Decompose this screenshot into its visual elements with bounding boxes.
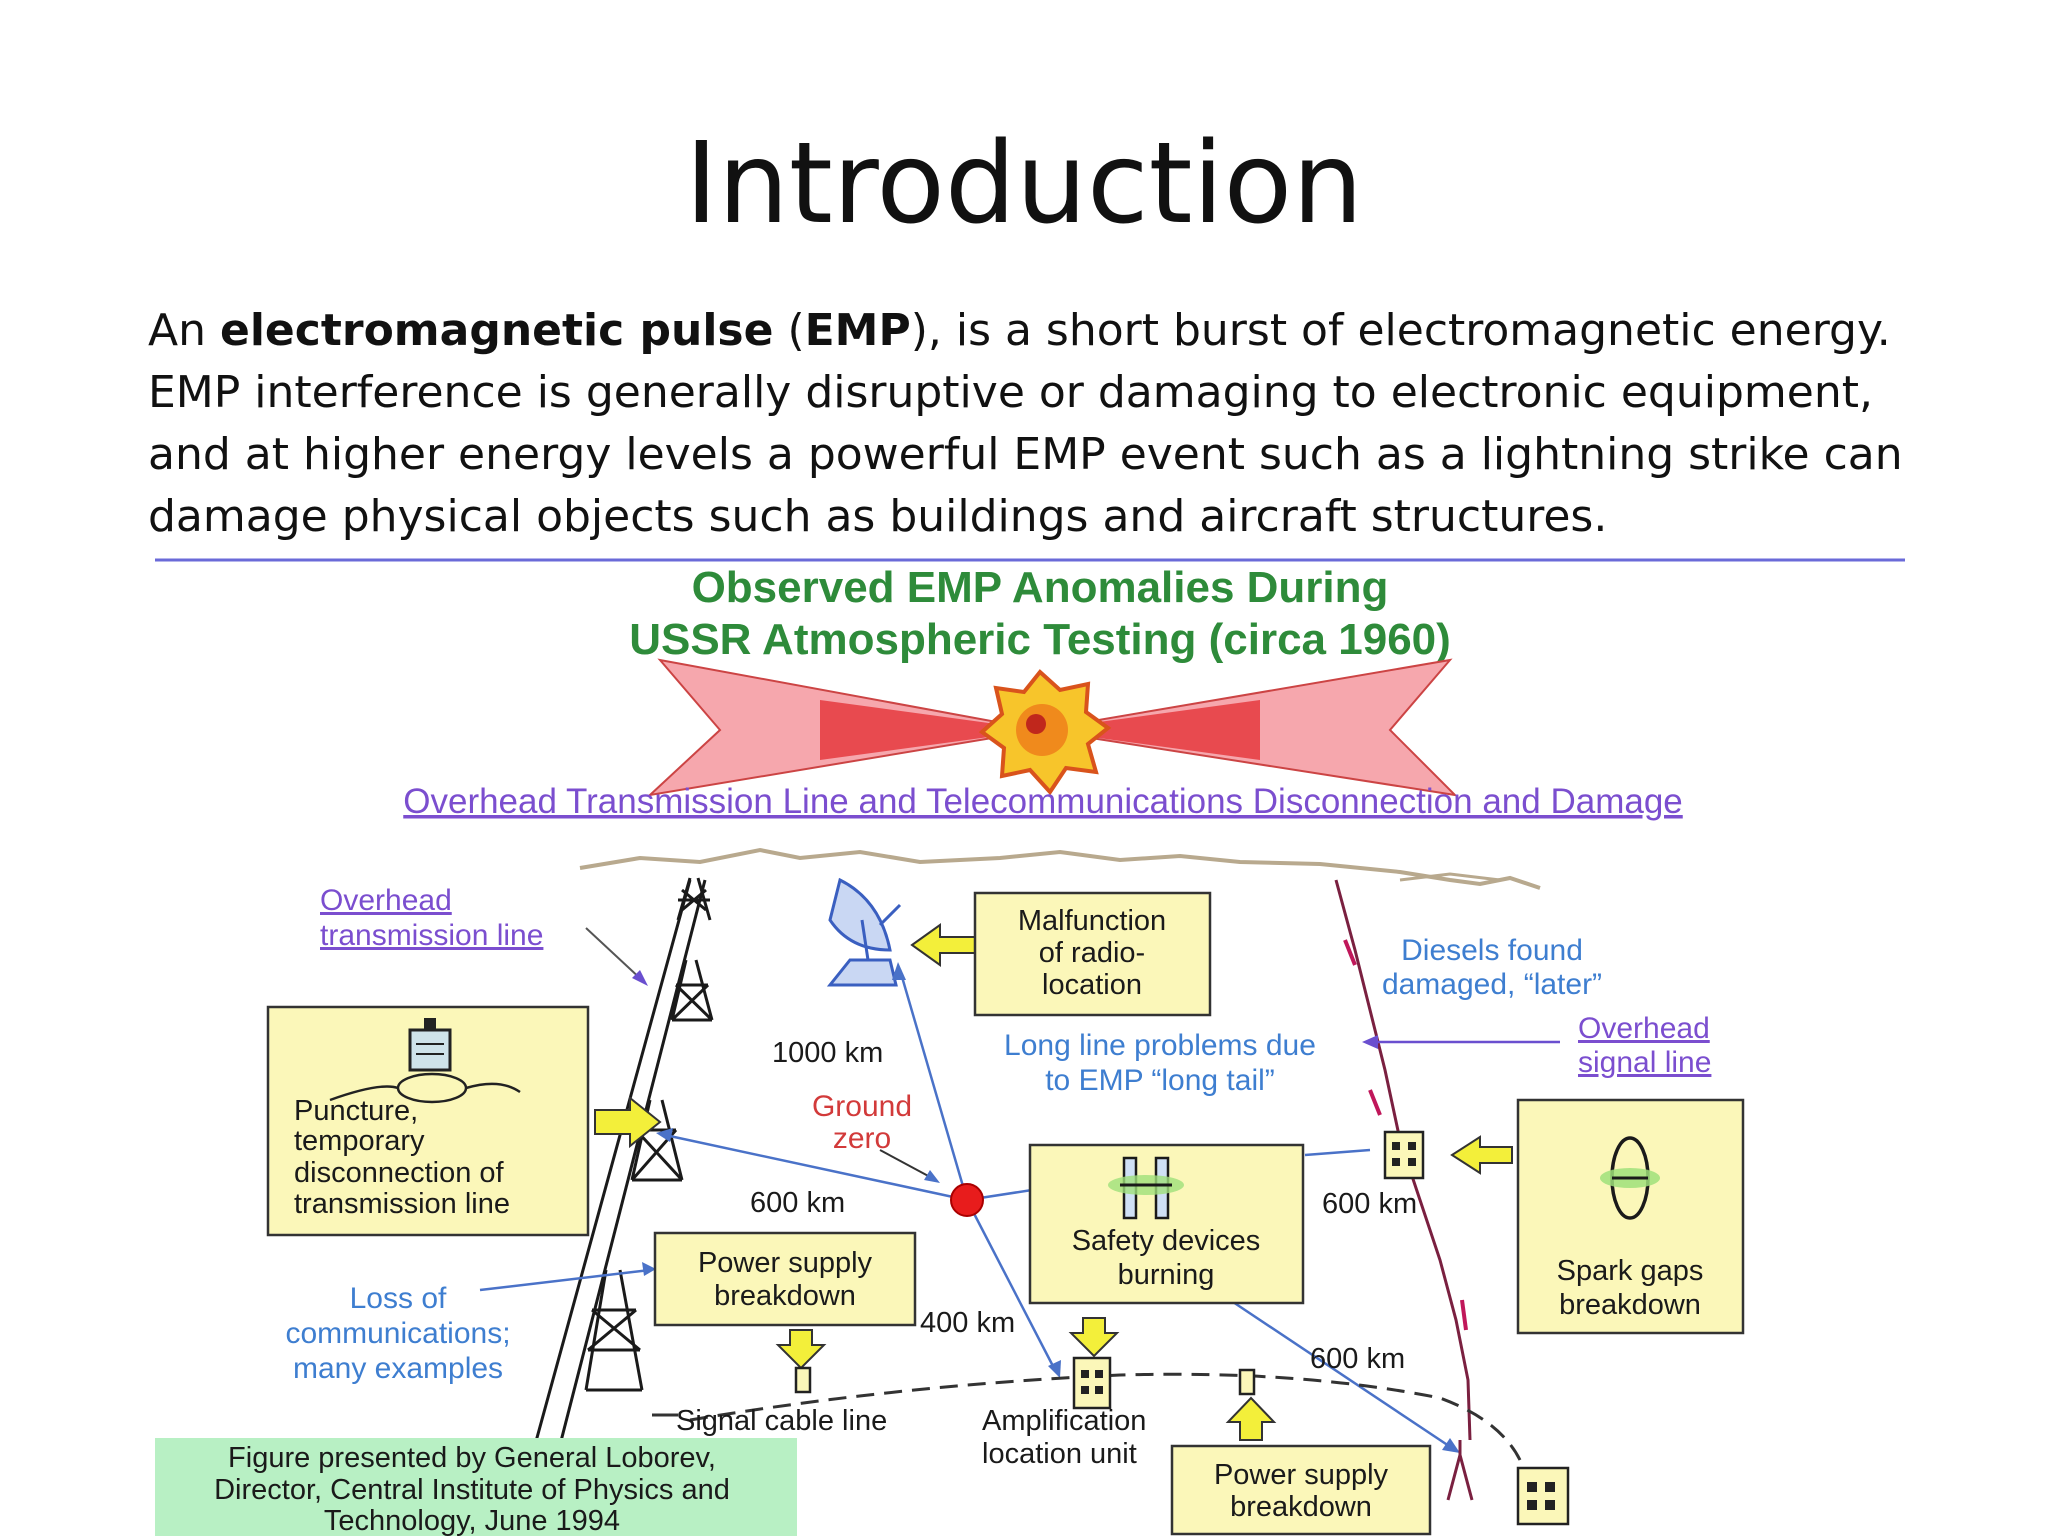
figure-title-line-1: Observed EMP Anomalies During <box>692 563 1389 612</box>
box-power-supply-2 <box>1170 1444 1432 1536</box>
label-power-supply-1b: breakdown <box>714 1280 856 1312</box>
label-ground-zero-1: Ground <box>812 1090 912 1123</box>
label-ground-zero-2: zero <box>833 1122 891 1155</box>
power-tower-icon <box>630 1099 684 1182</box>
arrow-icon <box>775 1329 827 1370</box>
label-distance-600km-lower: 600 km <box>1310 1343 1405 1375</box>
building-icon <box>1516 1466 1570 1526</box>
figure-title-line-2: USSR Atmospheric Testing (circa 1960) <box>629 615 1451 664</box>
label-loss-2: communications; <box>285 1317 510 1350</box>
label-power-supply-2b: breakdown <box>1230 1491 1372 1523</box>
arrow-icon <box>1450 1135 1513 1175</box>
label-amplification-2: location unit <box>982 1438 1137 1470</box>
radial-lines <box>479 962 1460 1453</box>
intro-text: An <box>148 305 220 356</box>
label-malfunction-2: of radio- <box>1039 937 1145 969</box>
label-distance-400km: 400 km <box>920 1307 1015 1339</box>
credit-line-3: Technology, June 1994 <box>324 1505 620 1536</box>
label-spark-2: breakdown <box>1559 1289 1701 1321</box>
label-long-line-2: to EMP “long tail” <box>1045 1064 1275 1097</box>
intro-term: electromagnetic pulse <box>219 305 774 356</box>
label-puncture-1: Puncture, <box>294 1095 418 1127</box>
label-overhead-transmission-1: Overhead <box>320 884 452 917</box>
label-malfunction-3: location <box>1042 969 1142 1001</box>
label-overhead-transmission-2: transmission line <box>320 919 543 952</box>
credit-line-1: Figure presented by General Loborev, <box>228 1442 716 1474</box>
intro-paragraph: An electromagnetic pulse (EMP), is a sho… <box>148 300 1928 548</box>
figure-subtitle: Overhead Transmission Line and Telecommu… <box>403 782 1683 821</box>
antenna-icon <box>1446 1440 1474 1501</box>
spark-gap-icon <box>1600 1136 1660 1220</box>
box-power-supply-1 <box>653 1231 917 1327</box>
cable-unit-icon <box>794 1366 812 1394</box>
pointer-line <box>585 927 645 983</box>
intro-acronym: EMP <box>804 305 911 356</box>
label-loss-1: Loss of <box>350 1282 447 1315</box>
label-puncture-2: temporary <box>294 1125 425 1157</box>
arrow-icon <box>1225 1396 1277 1441</box>
power-tower-icon <box>670 959 714 1022</box>
power-tower-icon <box>676 877 712 921</box>
explosion-icon <box>646 658 1458 797</box>
label-malfunction-1: Malfunction <box>1018 905 1166 937</box>
label-diesels-2: damaged, “later” <box>1382 968 1602 1001</box>
label-overhead-signal-2: signal line <box>1578 1046 1711 1079</box>
arrow-icon <box>594 1095 662 1149</box>
mountain-ridge <box>579 847 1541 890</box>
ground-zero-marker <box>950 1183 984 1217</box>
label-amplification-1: Amplification <box>982 1405 1146 1437</box>
label-safety-1: Safety devices <box>1072 1225 1261 1257</box>
power-tower-icon <box>584 1269 644 1392</box>
arrow-icon <box>1068 1317 1120 1358</box>
label-distance-600km-left: 600 km <box>750 1187 845 1219</box>
label-power-supply-2a: Power supply <box>1214 1459 1389 1491</box>
box-malfunction <box>973 891 1212 1017</box>
antenna-icon <box>329 1018 521 1104</box>
credit-box <box>155 1438 797 1536</box>
label-power-supply-1a: Power supply <box>698 1247 873 1279</box>
cable-unit-icon <box>1238 1368 1256 1396</box>
label-puncture-4: transmission line <box>294 1188 510 1220</box>
label-overhead-signal-1: Overhead <box>1578 1012 1710 1045</box>
signal-cable-line <box>689 1372 1522 1461</box>
radar-dish-icon <box>826 877 902 987</box>
label-signal-cable: Signal cable line <box>676 1405 887 1437</box>
label-loss-3: many examples <box>293 1352 503 1385</box>
label-distance-1000km: 1000 km <box>772 1037 883 1069</box>
label-puncture-3: disconnection of <box>294 1157 505 1189</box>
building-icon <box>1072 1356 1112 1410</box>
intro-text: ), is a short burst of electromagnetic e… <box>148 305 1903 542</box>
label-diesels-1: Diesels found <box>1401 934 1583 967</box>
intro-text: ( <box>773 305 805 356</box>
slide-title: Introduction <box>684 119 1364 249</box>
arrow-icon <box>910 923 976 967</box>
credit-line-2: Director, Central Institute of Physics a… <box>214 1474 730 1506</box>
building-icon <box>1383 1130 1425 1180</box>
label-distance-600km-right: 600 km <box>1322 1188 1417 1220</box>
transmission-line <box>533 879 692 1446</box>
label-spark-1: Spark gaps <box>1557 1255 1704 1287</box>
label-safety-2: burning <box>1118 1259 1215 1291</box>
label-long-line-1: Long line problems due <box>1004 1029 1316 1062</box>
fuse-icon <box>1108 1156 1184 1220</box>
